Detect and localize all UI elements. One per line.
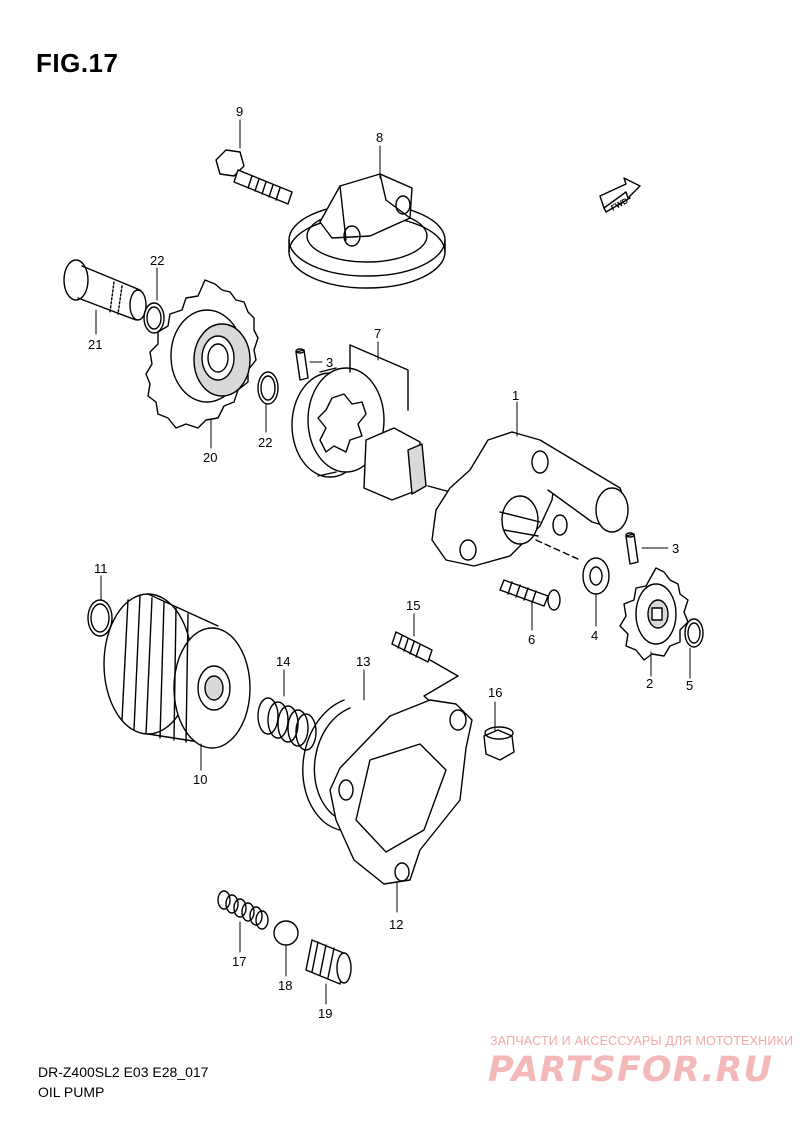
part-9-bolt xyxy=(215,149,293,205)
part-12-filter-cover xyxy=(329,699,473,885)
part-5-circlip xyxy=(684,618,704,648)
callout-19: 19 xyxy=(318,1006,332,1021)
part-6-screw xyxy=(499,579,561,611)
callout-6: 6 xyxy=(528,632,535,647)
callout-10: 10 xyxy=(193,772,207,787)
section-name: OIL PUMP xyxy=(38,1084,105,1100)
part-10-oil-filter xyxy=(103,593,251,749)
callout-1: 1 xyxy=(512,388,519,403)
watermark-caption: ЗАПЧАСТИ И АКСЕССУАРЫ ДЛЯ МОТОТЕХНИКИ xyxy=(490,1034,794,1048)
part-1-pump-body xyxy=(427,431,629,567)
callout-15: 15 xyxy=(406,598,420,613)
part-7-rotor xyxy=(291,344,427,501)
callout-13: 13 xyxy=(356,654,370,669)
part-19-plug xyxy=(305,939,352,985)
callout-22a: 22 xyxy=(150,253,164,268)
figure-title: FIG.17 xyxy=(36,48,119,78)
part-16-cap-nut xyxy=(483,726,515,761)
callout-2: 2 xyxy=(646,676,653,691)
watermark-logo: PARTSFOR.RU xyxy=(488,1050,773,1090)
fwd-arrow-icon xyxy=(599,177,641,213)
part-15-stud xyxy=(391,631,459,711)
part-11-o-ring xyxy=(87,599,113,637)
part-17-spring xyxy=(217,890,269,930)
callout-17: 17 xyxy=(232,954,246,969)
part-22-circlip-lower xyxy=(257,371,279,405)
callout-5: 5 xyxy=(686,678,693,693)
callout-11: 11 xyxy=(94,561,108,576)
part-4-washer xyxy=(582,557,610,595)
callout-3b: 3 xyxy=(672,541,679,556)
part-14-spring xyxy=(257,697,317,751)
model-code: DR-Z400SL2 E03 E28_017 xyxy=(38,1064,209,1080)
part-22-circlip-upper xyxy=(143,302,165,334)
callout-16: 16 xyxy=(488,685,502,700)
callout-22b: 22 xyxy=(258,435,272,450)
part-3-pin-lower xyxy=(625,532,639,565)
callout-7: 7 xyxy=(374,326,381,341)
part-18-ball xyxy=(273,920,299,946)
callout-21: 21 xyxy=(88,337,102,352)
part-8-cap xyxy=(288,173,446,289)
callout-18: 18 xyxy=(278,978,292,993)
part-2-drive-gear xyxy=(619,567,689,661)
part-3-pin-upper xyxy=(295,348,309,381)
part-21-shaft xyxy=(63,259,147,321)
callout-12: 12 xyxy=(389,917,403,932)
leader-lines xyxy=(95,119,691,1005)
callout-20: 20 xyxy=(203,450,217,465)
callout-14: 14 xyxy=(276,654,290,669)
callout-labels: 1 2 3 3 4 5 6 7 8 9 10 11 12 13 14 15 16… xyxy=(88,104,693,1021)
callout-4: 4 xyxy=(591,628,598,643)
callout-9: 9 xyxy=(236,104,243,119)
callout-8: 8 xyxy=(376,130,383,145)
part-20-gear xyxy=(145,279,259,429)
callout-3a: 3 xyxy=(326,355,333,370)
